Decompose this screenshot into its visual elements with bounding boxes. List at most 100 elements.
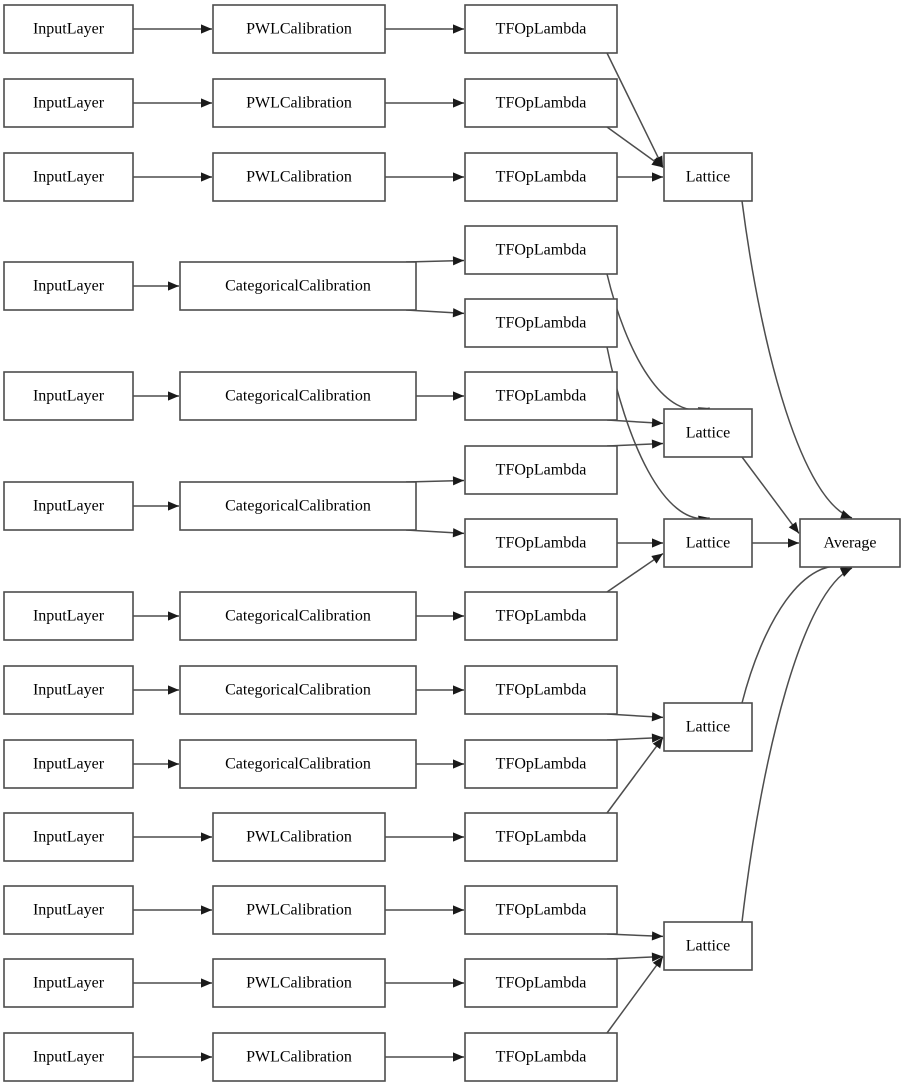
node-box[interactable] bbox=[663, 518, 753, 568]
node-box[interactable] bbox=[3, 261, 134, 311]
node-in12[interactable]: InputLayer bbox=[3, 1032, 134, 1082]
node-tf5[interactable]: TFOpLambda bbox=[464, 371, 618, 421]
node-tf6[interactable]: TFOpLambda bbox=[464, 445, 618, 495]
node-box[interactable] bbox=[464, 591, 618, 641]
node-box[interactable] bbox=[212, 78, 386, 128]
node-in9[interactable]: InputLayer bbox=[3, 812, 134, 862]
node-in11[interactable]: InputLayer bbox=[3, 958, 134, 1008]
node-cal12[interactable]: PWLCalibration bbox=[212, 1032, 386, 1082]
node-in7[interactable]: InputLayer bbox=[3, 665, 134, 715]
node-in8[interactable]: InputLayer bbox=[3, 739, 134, 789]
node-box[interactable] bbox=[464, 78, 618, 128]
node-box[interactable] bbox=[3, 4, 134, 54]
node-box[interactable] bbox=[464, 812, 618, 862]
node-box[interactable] bbox=[3, 1032, 134, 1082]
node-box[interactable] bbox=[3, 665, 134, 715]
node-tf8[interactable]: TFOpLambda bbox=[464, 591, 618, 641]
node-box[interactable] bbox=[464, 885, 618, 935]
edge-arrowhead bbox=[651, 952, 663, 962]
edge-arrowhead bbox=[168, 281, 179, 291]
node-box[interactable] bbox=[663, 408, 753, 458]
node-box[interactable] bbox=[3, 371, 134, 421]
node-box[interactable] bbox=[464, 152, 618, 202]
node-cal11[interactable]: PWLCalibration bbox=[212, 958, 386, 1008]
node-cal5[interactable]: CategoricalCalibration bbox=[179, 481, 417, 531]
node-box[interactable] bbox=[464, 518, 618, 568]
node-cal4[interactable]: CategoricalCalibration bbox=[179, 371, 417, 421]
node-in5[interactable]: InputLayer bbox=[3, 481, 134, 531]
node-box[interactable] bbox=[464, 4, 618, 54]
node-box[interactable] bbox=[464, 371, 618, 421]
node-lat4[interactable]: Lattice bbox=[663, 921, 753, 971]
node-in4[interactable]: InputLayer bbox=[3, 371, 134, 421]
node-lat1[interactable]: Lattice bbox=[663, 408, 753, 458]
node-cal10[interactable]: PWLCalibration bbox=[212, 885, 386, 935]
node-tf7[interactable]: TFOpLambda bbox=[464, 518, 618, 568]
node-tf13[interactable]: TFOpLambda bbox=[464, 958, 618, 1008]
node-lat0[interactable]: Lattice bbox=[663, 152, 753, 202]
node-box[interactable] bbox=[464, 1032, 618, 1082]
node-box[interactable] bbox=[464, 298, 618, 348]
node-box[interactable] bbox=[3, 78, 134, 128]
node-box[interactable] bbox=[3, 152, 134, 202]
node-in10[interactable]: InputLayer bbox=[3, 885, 134, 935]
node-tf11[interactable]: TFOpLambda bbox=[464, 812, 618, 862]
node-box[interactable] bbox=[663, 702, 753, 752]
node-box[interactable] bbox=[179, 261, 417, 311]
node-cal9[interactable]: PWLCalibration bbox=[212, 812, 386, 862]
node-cal2[interactable]: PWLCalibration bbox=[212, 152, 386, 202]
node-box[interactable] bbox=[464, 739, 618, 789]
node-tf1[interactable]: TFOpLambda bbox=[464, 78, 618, 128]
node-in0[interactable]: InputLayer bbox=[3, 4, 134, 54]
node-tf0[interactable]: TFOpLambda bbox=[464, 4, 618, 54]
node-box[interactable] bbox=[212, 4, 386, 54]
node-box[interactable] bbox=[3, 812, 134, 862]
node-box[interactable] bbox=[663, 921, 753, 971]
node-box[interactable] bbox=[179, 591, 417, 641]
node-in1[interactable]: InputLayer bbox=[3, 78, 134, 128]
node-box[interactable] bbox=[212, 885, 386, 935]
node-tf12[interactable]: TFOpLambda bbox=[464, 885, 618, 935]
node-cal1[interactable]: PWLCalibration bbox=[212, 78, 386, 128]
node-tf3[interactable]: TFOpLambda bbox=[464, 225, 618, 275]
node-box[interactable] bbox=[212, 958, 386, 1008]
node-lat2[interactable]: Lattice bbox=[663, 518, 753, 568]
node-avg[interactable]: Average bbox=[799, 518, 901, 568]
node-cal8[interactable]: CategoricalCalibration bbox=[179, 739, 417, 789]
node-box[interactable] bbox=[464, 665, 618, 715]
node-box[interactable] bbox=[3, 739, 134, 789]
node-box[interactable] bbox=[464, 958, 618, 1008]
node-tf9[interactable]: TFOpLambda bbox=[464, 665, 618, 715]
node-in6[interactable]: InputLayer bbox=[3, 591, 134, 641]
node-box[interactable] bbox=[464, 225, 618, 275]
node-tf4[interactable]: TFOpLambda bbox=[464, 298, 618, 348]
node-box[interactable] bbox=[179, 371, 417, 421]
node-box[interactable] bbox=[663, 152, 753, 202]
node-cal6[interactable]: CategoricalCalibration bbox=[179, 591, 417, 641]
node-box[interactable] bbox=[3, 958, 134, 1008]
edge-arrowhead bbox=[788, 538, 799, 548]
node-cal3[interactable]: CategoricalCalibration bbox=[179, 261, 417, 311]
node-box[interactable] bbox=[179, 665, 417, 715]
node-cal0[interactable]: PWLCalibration bbox=[212, 4, 386, 54]
node-box[interactable] bbox=[179, 481, 417, 531]
node-box[interactable] bbox=[3, 885, 134, 935]
node-box[interactable] bbox=[212, 812, 386, 862]
node-in3[interactable]: InputLayer bbox=[3, 261, 134, 311]
node-layer: InputLayerInputLayerInputLayerInputLayer… bbox=[3, 4, 901, 1082]
node-box[interactable] bbox=[799, 518, 901, 568]
node-in2[interactable]: InputLayer bbox=[3, 152, 134, 202]
node-box[interactable] bbox=[3, 481, 134, 531]
edge-arrowhead bbox=[452, 528, 464, 538]
node-tf14[interactable]: TFOpLambda bbox=[464, 1032, 618, 1082]
node-tf2[interactable]: TFOpLambda bbox=[464, 152, 618, 202]
node-box[interactable] bbox=[3, 591, 134, 641]
node-box[interactable] bbox=[464, 445, 618, 495]
node-box[interactable] bbox=[212, 1032, 386, 1082]
node-box[interactable] bbox=[179, 739, 417, 789]
node-tf10[interactable]: TFOpLambda bbox=[464, 739, 618, 789]
node-box[interactable] bbox=[212, 152, 386, 202]
node-cal7[interactable]: CategoricalCalibration bbox=[179, 665, 417, 715]
edge-arrowhead bbox=[201, 98, 212, 108]
node-lat3[interactable]: Lattice bbox=[663, 702, 753, 752]
